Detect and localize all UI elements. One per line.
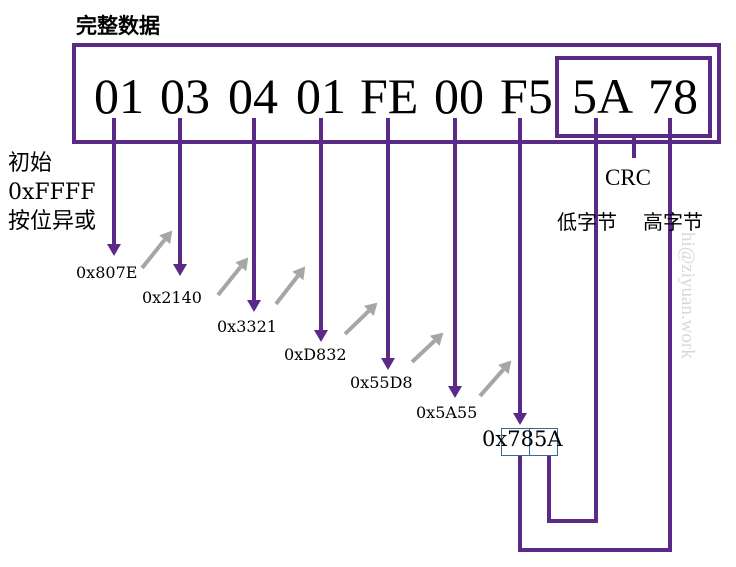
step-arrow-head — [429, 332, 444, 346]
crc-high-label: 高字节 — [643, 210, 703, 234]
init-note-line: 初始 — [8, 151, 53, 176]
crc-low-label: 低字节 — [557, 210, 617, 234]
arrow-head — [173, 264, 187, 276]
result-prefix: 0x — [482, 427, 508, 451]
frame-byte: FE — [360, 68, 419, 124]
step-arrow — [343, 309, 371, 336]
frame-byte: 03 — [160, 68, 210, 124]
watermark: hi@ziyuan.work — [677, 232, 698, 359]
arrow-head — [448, 386, 462, 398]
frame-byte: 00 — [434, 68, 484, 124]
arrow-head — [247, 300, 261, 312]
step-arrow-head — [498, 360, 512, 375]
final-crc-result: 0x785A — [482, 427, 562, 451]
intermediate-value: 0x55D8 — [350, 373, 413, 392]
frame-byte: 01 — [94, 68, 144, 124]
frame-box — [72, 43, 721, 144]
result-low-box — [529, 428, 558, 456]
step-arrow-head — [159, 230, 173, 245]
crc-label: CRC — [605, 165, 652, 190]
frame-byte: 04 — [228, 68, 278, 124]
step-arrow-head — [235, 257, 249, 272]
diagram-title: 完整数据 — [76, 14, 160, 38]
high-byte-route — [518, 118, 672, 552]
step-arrow — [216, 265, 243, 297]
step-arrow — [410, 339, 437, 364]
result-low: 5A — [533, 427, 563, 451]
init-note-line: 0xFFFF — [8, 180, 96, 205]
result-high: 78 — [507, 427, 534, 451]
step-arrow-head — [292, 266, 306, 281]
init-note-line: 按位异或 — [8, 209, 97, 234]
frame-byte: F5 — [500, 68, 553, 124]
arrow-head — [381, 358, 395, 370]
frame-byte: 01 — [296, 68, 346, 124]
intermediate-value: 0x2140 — [142, 288, 202, 307]
crc-byte-high: 78 — [648, 68, 698, 124]
arrow-head — [107, 244, 121, 256]
step-arrow — [140, 238, 167, 270]
crc-byte-low: 5A — [572, 68, 634, 124]
step-arrow — [274, 274, 300, 306]
arrow-head — [513, 413, 527, 425]
intermediate-value: 0xD832 — [284, 345, 347, 364]
intermediate-value: 0x3321 — [217, 317, 277, 336]
step-arrow-head — [363, 302, 378, 316]
step-arrow — [478, 368, 505, 398]
intermediate-value: 0x807E — [76, 263, 138, 282]
low-byte-route — [547, 118, 598, 523]
intermediate-value: 0x5A55 — [416, 403, 478, 422]
arrow-head — [314, 330, 328, 342]
